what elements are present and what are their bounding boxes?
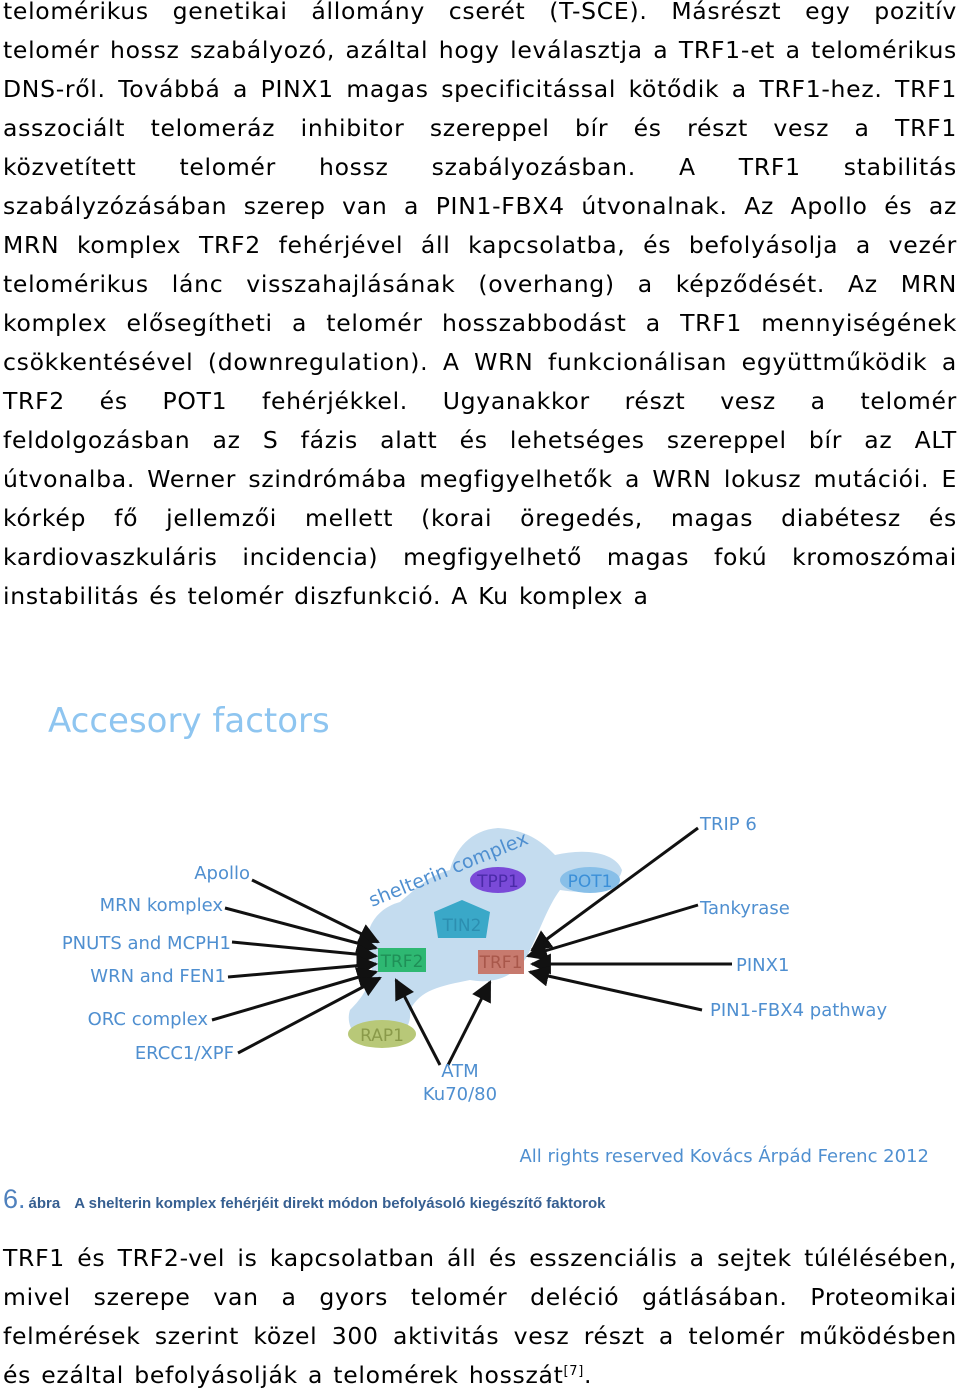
trf2-label: TRF2 [380,952,424,972]
factor-tankyrase: Tankyrase [699,898,790,919]
protein-pot1: POT1 [560,867,620,893]
factor-ercc1-xpf: ERCC1/XPF [135,1043,234,1064]
figure-caption: 6. ábra A shelterin komplex fehérjéit di… [3,1184,605,1216]
accessory-factors-figure: Accesory factors TPP1 POT1 [0,680,960,1180]
factor-atm: ATM [441,1061,478,1082]
factor-pnuts-mcph1: PNUTS and MCPH1 [62,933,231,954]
protein-tpp1: TPP1 [470,867,526,893]
caption-text: A shelterin komplex fehérjéit direkt mód… [74,1195,606,1212]
protein-trf2: TRF2 [378,948,426,972]
factor-pinx1: PINX1 [736,955,789,976]
reference-link[interactable]: [7] [563,1364,585,1379]
protein-tin2: TIN2 [434,900,490,938]
tin2-label: TIN2 [442,916,482,936]
copyright-notice: All rights reserved Kovács Árpád Ferenc … [519,1145,929,1167]
figure-canvas: Accesory factors TPP1 POT1 [48,701,929,1167]
factor-pin1-fbx4: PIN1-FBX4 pathway [710,1000,887,1021]
factor-ku70-80: Ku70/80 [423,1084,497,1105]
factor-apollo: Apollo [194,863,250,884]
protein-rap1: RAP1 [348,1020,416,1048]
factor-wrn-fen1: WRN and FEN1 [90,966,226,987]
body-paragraph-bottom: TRF1 és TRF2-vel is kapcsolatban áll és … [3,1239,957,1395]
pot1-label: POT1 [568,872,613,892]
interaction-arrows [211,826,732,1066]
paragraph-bottom-end: . [584,1361,593,1389]
body-paragraph-top: telomérikus genetikai állomány cserét (T… [3,0,957,610]
trf1-label: TRF1 [479,953,523,973]
tpp1-label: TPP1 [476,872,519,892]
figure-title: Accesory factors [48,701,330,741]
factor-trip6: TRIP 6 [699,814,757,835]
caption-number: 6. [3,1184,26,1214]
factor-orc-complex: ORC complex [88,1009,209,1030]
rap1-label: RAP1 [360,1026,404,1046]
paragraph-bottom-text: TRF1 és TRF2-vel is kapcsolatban áll és … [3,1244,957,1389]
caption-label: ábra [28,1195,61,1212]
factor-mrn-komplex: MRN komplex [100,895,224,916]
protein-trf1: TRF1 [478,950,524,974]
